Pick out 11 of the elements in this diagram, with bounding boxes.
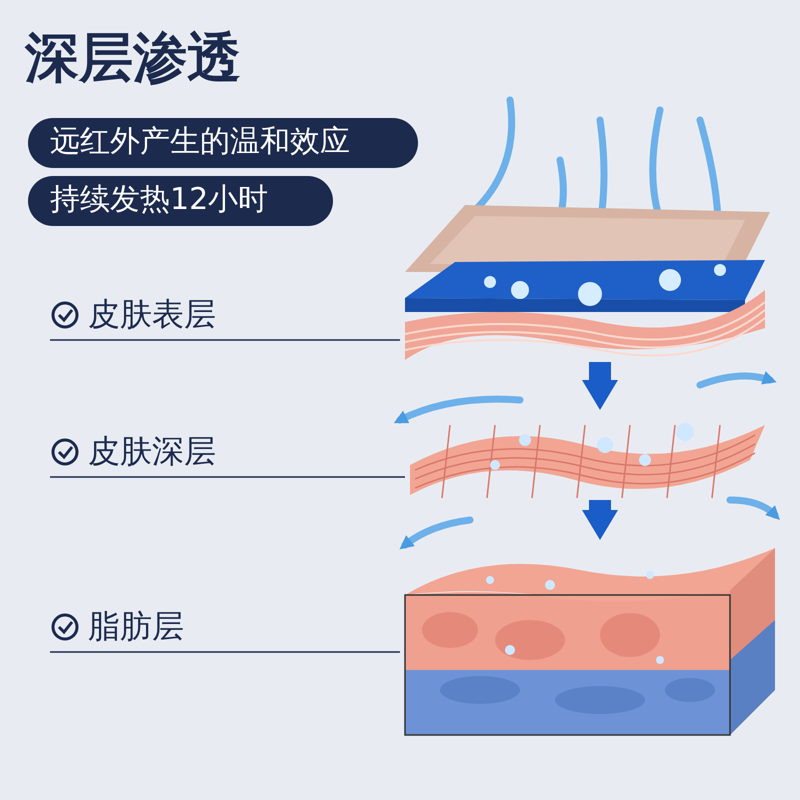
leader-line xyxy=(50,651,400,653)
layer-label: 皮肤深层 xyxy=(88,431,216,472)
tag-pill: 远红外产生的温和效应 xyxy=(28,118,418,168)
layer-label: 皮肤表层 xyxy=(88,294,216,335)
tag-pill: 持续发热12小时 xyxy=(28,176,333,226)
leader-line xyxy=(50,339,400,341)
down-arrow xyxy=(582,362,618,410)
leader-line xyxy=(50,476,405,478)
down-arrow xyxy=(582,500,618,540)
title: 深层渗透 xyxy=(25,25,241,91)
layer-label: 脂肪层 xyxy=(88,606,184,647)
